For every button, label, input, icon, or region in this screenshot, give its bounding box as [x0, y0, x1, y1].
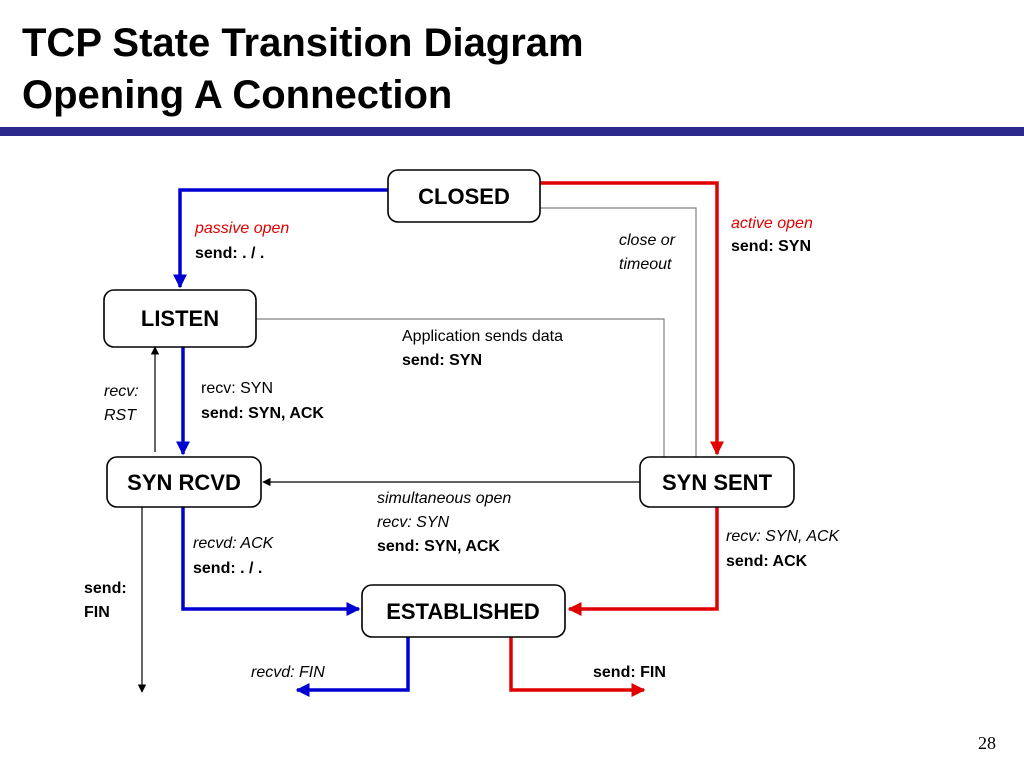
state-closed-box — [387, 169, 541, 223]
state-syn-rcvd: SYN RCVD — [106, 456, 262, 508]
state-established-box — [361, 584, 566, 638]
listen-recv-syn-event: recv: SYN — [201, 380, 273, 397]
send-fin-left-line1: send: — [84, 580, 127, 597]
established-send-fin-path — [509, 637, 646, 697]
simultaneous-open-event2: recv: SYN — [377, 514, 449, 531]
passive-open-path — [173, 188, 388, 289]
page-number: 28 — [978, 733, 996, 753]
recv-rst-line1: recv: — [104, 383, 139, 400]
state-closed-label: CLOSED — [418, 184, 510, 209]
close-timeout-line1: close or — [619, 232, 676, 249]
recv-syn-ack-event: recv: SYN, ACK — [726, 528, 841, 545]
state-established: ESTABLISHED — [361, 584, 566, 638]
send-fin-right-action: send: FIN — [593, 664, 666, 681]
recv-syn-ack-action: send: ACK — [726, 553, 808, 570]
syn-rcvd-to-established-path — [181, 507, 361, 616]
recvd-ack-action: send: . / . — [193, 560, 262, 577]
active-open-event: active open — [731, 215, 813, 232]
state-syn-rcvd-box — [106, 456, 262, 508]
state-syn-sent-box — [639, 456, 795, 508]
active-open-action: send: SYN — [731, 238, 811, 255]
closed-timeout-line — [540, 207, 697, 462]
recvd-fin-event: recvd: FIN — [251, 664, 325, 681]
title-divider — [0, 127, 1024, 136]
app-sends-data-action: send: SYN — [402, 352, 482, 369]
app-sends-data-event: Application sends data — [402, 328, 563, 345]
established-recvd-fin-path — [295, 637, 410, 697]
simultaneous-open-action: send: SYN, ACK — [377, 538, 500, 555]
simultaneous-open-event: simultaneous open — [377, 490, 511, 507]
passive-open-action: send: . / . — [195, 245, 264, 262]
listen-recv-syn-action: send: SYN, ACK — [201, 405, 324, 422]
state-established-label: ESTABLISHED — [386, 599, 540, 624]
send-fin-left-line2: FIN — [84, 604, 110, 621]
state-syn-rcvd-label: SYN RCVD — [127, 470, 241, 495]
listen-to-syn-sent-line — [256, 318, 665, 457]
recvd-ack-event: recvd: ACK — [193, 535, 275, 552]
state-closed: CLOSED — [387, 169, 541, 223]
active-open-path — [540, 181, 724, 456]
recv-rst-line2: RST — [104, 407, 137, 424]
slide-title-line-2: Opening A Connection — [22, 73, 453, 117]
state-listen: LISTEN — [103, 289, 257, 348]
state-listen-label: LISTEN — [141, 306, 219, 331]
passive-open-event: passive open — [194, 220, 289, 237]
state-listen-box — [103, 289, 257, 348]
state-syn-sent: SYN SENT — [639, 456, 795, 508]
syn-sent-to-established-path — [567, 507, 719, 616]
slide-title-line-1: TCP State Transition Diagram — [22, 21, 584, 65]
close-timeout-line2: timeout — [619, 256, 672, 273]
state-syn-sent-label: SYN SENT — [662, 470, 773, 495]
